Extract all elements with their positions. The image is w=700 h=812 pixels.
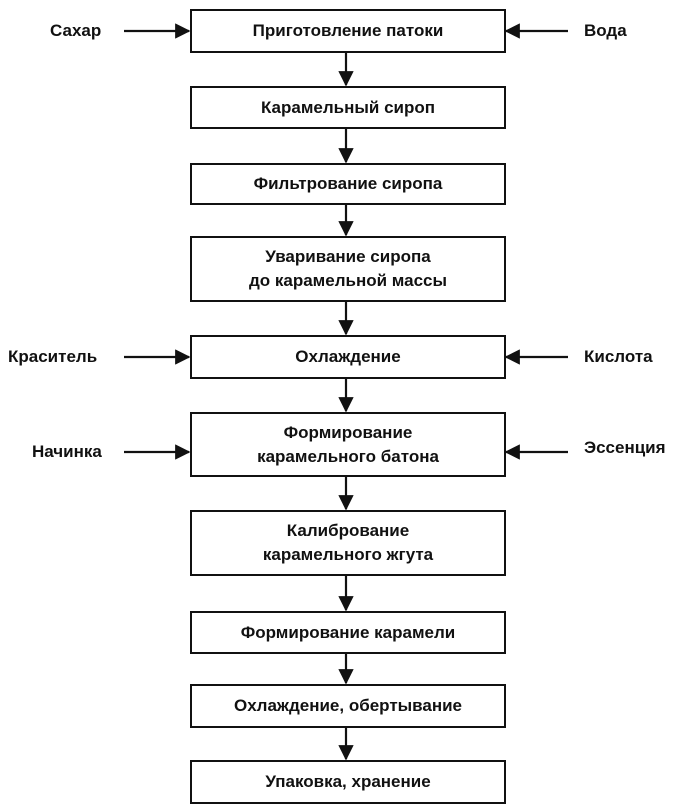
input-sugar-label: Сахар (50, 21, 102, 40)
step-6-box: Формирование карамельного батона (190, 412, 506, 477)
step-2-label: Карамельный сироп (260, 97, 436, 117)
step-7-label-line1: Калибрование (286, 521, 410, 540)
step-3-label: Фильтрование сиропа (253, 174, 443, 193)
step-9-box: Охлаждение, обертывание (190, 684, 506, 728)
step-7-box: Калибрование карамельного жгута (190, 510, 506, 576)
step-4-box: Уваривание сиропа до карамельной массы (190, 236, 506, 302)
input-acid-label: Кислота (584, 347, 653, 366)
step-8-box: Формирование карамели (190, 611, 506, 654)
step-4-label-line1: Уваривание сиропа (265, 247, 431, 266)
step-4-label-line2: до карамельной массы (248, 271, 448, 290)
step-6-label-line2: карамельного батона (257, 446, 439, 466)
step-10-label: Упаковка, хранение (265, 772, 431, 791)
input-essence-label: Эссенция (584, 438, 666, 457)
step-1-label: Приготовление патоки (252, 21, 444, 40)
step-1-box: Приготовление патоки (190, 9, 506, 53)
step-5-label: Охлаждение (295, 347, 401, 366)
step-3-box: Фильтрование сиропа (190, 163, 506, 205)
input-water-label: Вода (584, 21, 627, 40)
step-10-box: Упаковка, хранение (190, 760, 506, 804)
step-7-label-line2: карамельного жгута (262, 545, 434, 564)
step-2-box: Карамельный сироп (190, 86, 506, 129)
step-9-label: Охлаждение, обертывание (233, 696, 463, 715)
step-5-box: Охлаждение (190, 335, 506, 379)
step-8-label: Формирование карамели (240, 622, 456, 642)
step-6-label-line1: Формирование (283, 422, 413, 442)
input-dye-label: Краситель (8, 347, 98, 366)
input-filling-label: Начинка (32, 442, 102, 461)
